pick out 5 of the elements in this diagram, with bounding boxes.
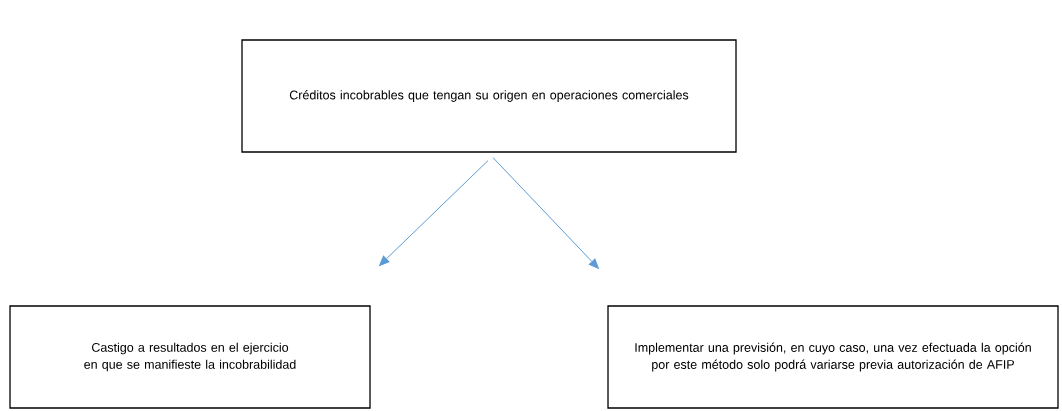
text-box: Implementar una previsión, en cuyo caso, una vez efectuada la opción por este método solo podrá variarse previa autorización de AFIP bbox=[607, 305, 1059, 409]
arrow bbox=[379, 160, 489, 266]
text-box: Castigo a resultados en el ejercicio en que se manifieste la incobrabilidad bbox=[9, 305, 371, 409]
text-box: Créditos incobrables que tengan su origen en operaciones comerciales bbox=[241, 39, 737, 153]
arrow bbox=[492, 157, 599, 269]
